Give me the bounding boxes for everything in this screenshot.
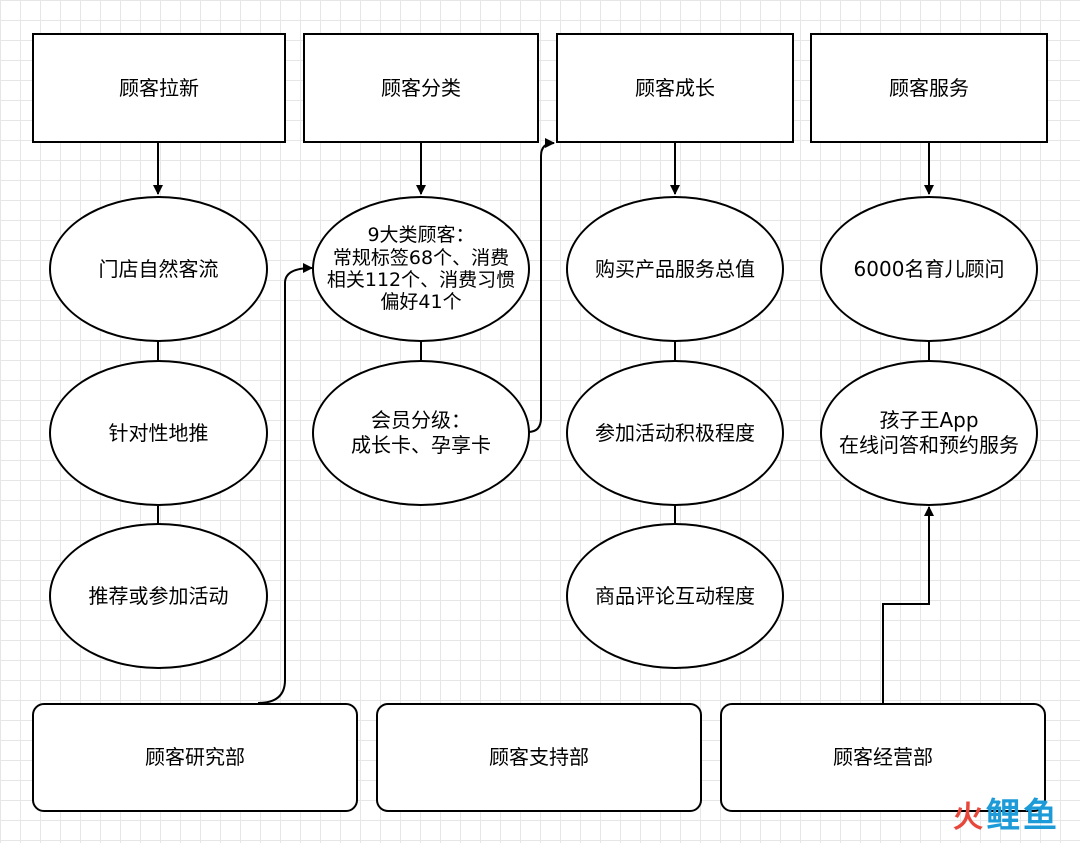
- header-customer-classification: 顾客分类: [303, 33, 539, 143]
- arrow-operations-to-app: [882, 506, 934, 703]
- node-targeted-promotion: 针对性地推: [49, 360, 268, 506]
- node-store-traffic: 门店自然客流: [49, 196, 268, 342]
- watermark-logo: 火 鲤 鱼: [953, 788, 1058, 837]
- node-nine-categories: 9大类顾客： 常规标签68个、消费 相关112个、消费习惯 偏好41个: [312, 196, 530, 342]
- header-customer-acquisition: 顾客拉新: [32, 33, 286, 143]
- node-review-interaction: 商品评论互动程度: [566, 523, 784, 669]
- header-customer-service: 顾客服务: [810, 33, 1048, 143]
- header-customer-growth: 顾客成长: [556, 33, 794, 143]
- node-activity-engagement: 参加活动积极程度: [566, 360, 784, 506]
- node-app-service: 孩子王App 在线问答和预约服务: [820, 360, 1038, 506]
- logo-char-fish: 鱼: [1023, 796, 1058, 836]
- node-total-purchase-value: 购买产品服务总值: [566, 196, 784, 342]
- dept-customer-support: 顾客支持部: [376, 703, 702, 812]
- arrow-membership-to-growth: [527, 138, 555, 433]
- logo-char-fire: 火: [953, 800, 984, 835]
- node-membership-levels: 会员分级： 成长卡、孕享卡: [312, 360, 530, 506]
- arrow-research-to-classification: [257, 263, 313, 704]
- dept-customer-operations: 顾客经营部: [720, 703, 1046, 812]
- node-referral-activities: 推荐或参加活动: [49, 523, 268, 669]
- logo-char-carp: 鲤: [986, 796, 1021, 836]
- dept-customer-research: 顾客研究部: [32, 703, 358, 812]
- node-parenting-advisors: 6000名育儿顾问: [820, 196, 1038, 342]
